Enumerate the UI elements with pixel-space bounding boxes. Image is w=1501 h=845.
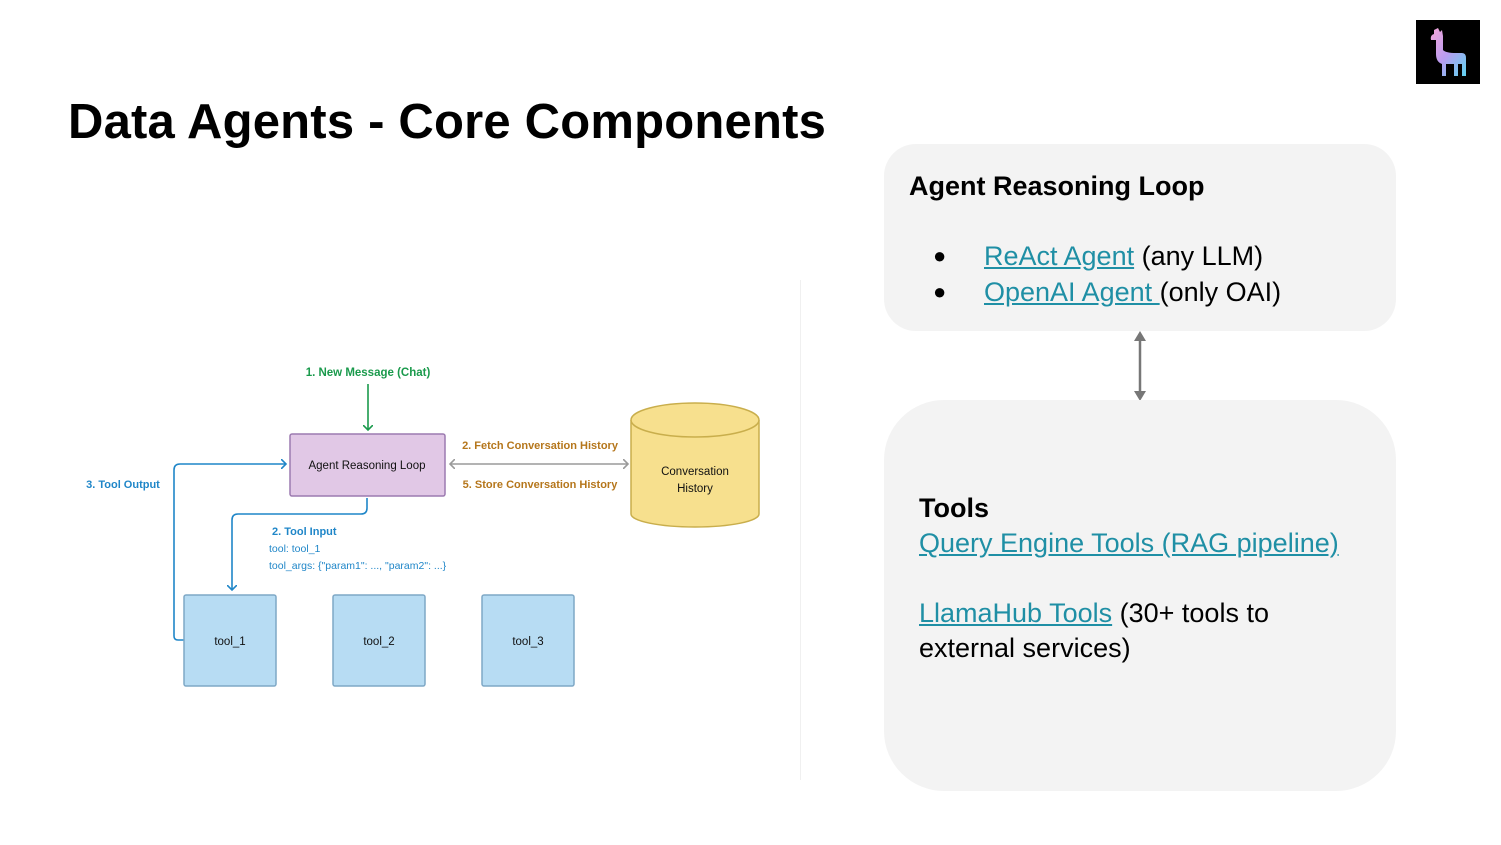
new-message-label: 1. New Message (Chat) <box>306 367 431 379</box>
tool-input-arrow <box>232 498 368 590</box>
openai-agent-note: (only OAI) <box>1159 277 1282 307</box>
tool-input-label: 2. Tool Input <box>272 526 337 538</box>
tool-3-label: tool_3 <box>512 636 543 648</box>
tool-2-label: tool_2 <box>363 636 394 648</box>
tools-panel: Tools Query Engine Tools (RAG pipeline) … <box>884 400 1396 791</box>
agent-reasoning-loop-box <box>289 433 446 497</box>
tool-output-arrow <box>173 464 286 641</box>
llama-logo-icon <box>1416 20 1480 84</box>
bullet-dot-icon: ● <box>933 279 947 304</box>
tool-input-line2: tool_args: {"param1": ..., "param2": ...… <box>269 560 447 572</box>
store-history-label: 5. Store Conversation History <box>463 479 619 491</box>
openai-agent-link[interactable]: OpenAI Agent <box>984 277 1160 307</box>
slide-title: Data Agents - Core Components <box>68 95 827 149</box>
conversation-history-database: Conversation History <box>630 402 760 528</box>
tool-1-box <box>183 594 277 687</box>
fetch-history-label: 2. Fetch Conversation History <box>462 440 619 452</box>
react-agent-link[interactable]: ReAct Agent <box>984 241 1135 271</box>
query-engine-tools-link[interactable]: Query Engine Tools (RAG pipeline) <box>919 528 1339 558</box>
agent-architecture-diagram: 1. New Message (Chat) Agent Reasoning Lo… <box>60 280 780 725</box>
tool-1-label: tool_1 <box>214 636 245 648</box>
conversation-history-line1: Conversation <box>661 466 729 478</box>
agent-reasoning-loop-label: Agent Reasoning Loop <box>308 460 425 472</box>
llamahub-tools-link[interactable]: LlamaHub Tools <box>919 598 1113 628</box>
reasoning-panel-heading: Agent Reasoning Loop <box>909 171 1205 201</box>
tool-2-box <box>332 594 426 687</box>
double-arrow-vertical-icon <box>1128 331 1152 406</box>
llamahub-tools-note: (30+ tools to external services) <box>919 598 1269 663</box>
tool-3-box <box>481 594 575 687</box>
content-divider <box>800 280 801 780</box>
bullet-dot-icon: ● <box>933 243 947 268</box>
tool-input-line1: tool: tool_1 <box>269 543 321 555</box>
conversation-history-line2: History <box>677 483 713 495</box>
agent-reasoning-panel: Agent Reasoning Loop ● ReAct Agent (any … <box>884 144 1396 331</box>
tool-output-label: 3. Tool Output <box>86 479 160 491</box>
react-agent-note: (any LLM) <box>1134 241 1264 271</box>
tools-panel-heading: Tools <box>919 493 989 523</box>
